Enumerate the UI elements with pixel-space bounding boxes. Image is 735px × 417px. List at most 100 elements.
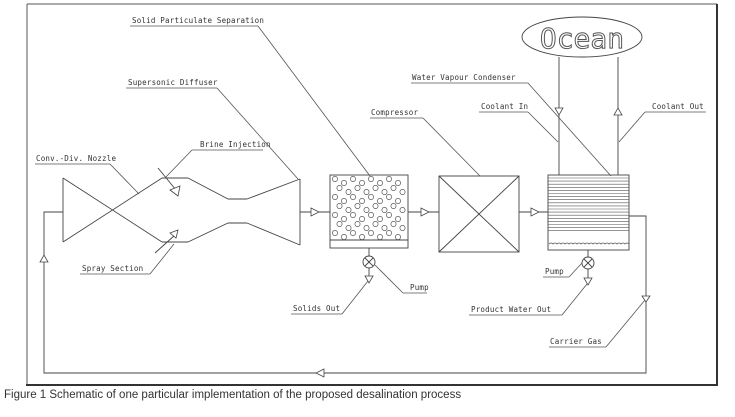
particle [354,203,361,209]
particle [350,212,356,218]
particle [390,203,397,209]
particle [368,212,374,218]
particle [381,189,388,195]
particle [377,234,383,240]
particle [363,225,370,231]
svg-text:Coolant Out: Coolant Out [652,102,704,111]
svg-text:Pump: Pump [410,283,429,292]
particle [372,203,379,209]
svg-text:Water Vapour Condenser: Water Vapour Condenser [412,73,516,82]
carrier-gas-return-line [39,211,651,378]
particle [386,230,392,236]
brine-injection-arrow [157,167,181,197]
particle [350,230,356,236]
particle [372,221,379,227]
label-conv-div-nozzle: Conv.-Div. Nozzle [35,154,140,195]
particle [350,194,356,200]
particle [395,198,401,204]
particle [377,216,383,222]
particle [359,198,365,204]
particle [345,189,352,195]
particle [390,185,397,191]
particle [386,194,392,200]
flow-line-compressor-to-condenser [519,207,548,217]
flow-line-separator-to-compressor [408,207,439,217]
conv-div-nozzle [62,177,301,246]
particle [341,216,347,222]
particle [354,221,361,227]
particle [336,221,343,227]
particle [390,221,397,227]
condensate-surface [548,242,630,245]
svg-text:Product Water Out: Product Water Out [471,305,551,314]
ocean-source: Ocean [521,16,643,58]
svg-text:Coolant In: Coolant In [481,102,528,111]
figure-caption: Figure 1 Schematic of one particular imp… [4,389,462,401]
particle [372,185,379,191]
particle [336,203,343,209]
particle [345,207,352,213]
svg-text:Spray Section: Spray Section [82,264,143,273]
condenser-pump [581,250,595,286]
compressor [438,175,520,253]
particle [359,234,365,240]
particle [395,216,401,222]
particle [332,194,338,200]
svg-text:Carrier Gas: Carrier Gas [550,337,602,346]
ocean-label: Ocean [540,22,624,55]
svg-text:Supersonic Diffuser: Supersonic Diffuser [128,78,218,87]
particle [386,176,392,182]
label-pump-separator: Pump [374,264,429,294]
condenser-coils [548,177,629,231]
coolant-in-line [554,57,564,175]
particle [359,180,365,186]
particle [332,176,338,182]
coolant-out-line [613,57,623,175]
particle [377,180,383,186]
label-pump-condenser: Pump [543,262,583,278]
particle [399,207,406,213]
particle [368,194,374,200]
label-brine-injection: Brine Injection [164,140,271,179]
label-solid-particulate-separation: Solid Particulate Separation [130,16,371,177]
particle [341,198,347,204]
label-solids-out: Solids Out [291,280,369,315]
particle [368,230,374,236]
solid-particulate-separator [329,174,409,249]
particle [345,225,352,231]
particle [363,207,370,213]
figure-frame [26,3,718,386]
particle [395,234,401,240]
particle [399,189,406,195]
particle [350,176,356,182]
particle [341,180,347,186]
svg-text:Compressor: Compressor [371,108,418,117]
label-spray-section: Spray Section [80,243,175,275]
svg-text:Brine Injection: Brine Injection [200,140,271,149]
particle [332,212,338,218]
particle [359,216,365,222]
particle [332,230,338,236]
label-supersonic-diffuser: Supersonic Diffuser [126,78,299,180]
label-water-vapour-condenser: Water Vapour Condenser [411,73,612,177]
particle-bed [332,176,406,240]
label-product-water-out: Product Water Out [469,283,588,316]
particle [341,234,347,240]
particle [381,225,388,231]
label-compressor: Compressor [370,108,481,177]
particle [363,189,370,195]
svg-text:Pump: Pump [545,267,564,276]
label-carrier-gas: Carrier Gas [549,299,646,348]
particle [368,176,374,182]
particle [386,212,392,218]
particle [381,207,388,213]
flow-line-nozzle-to-separator [300,207,330,217]
particle [354,185,361,191]
svg-text:Conv.-Div. Nozzle: Conv.-Div. Nozzle [36,154,116,163]
svg-text:Solids Out: Solids Out [293,304,340,313]
particle [336,185,343,191]
label-coolant-in: Coolant In [479,102,559,143]
svg-text:Solid Particulate Separation: Solid Particulate Separation [132,16,264,25]
label-coolant-out: Coolant Out [618,102,706,143]
